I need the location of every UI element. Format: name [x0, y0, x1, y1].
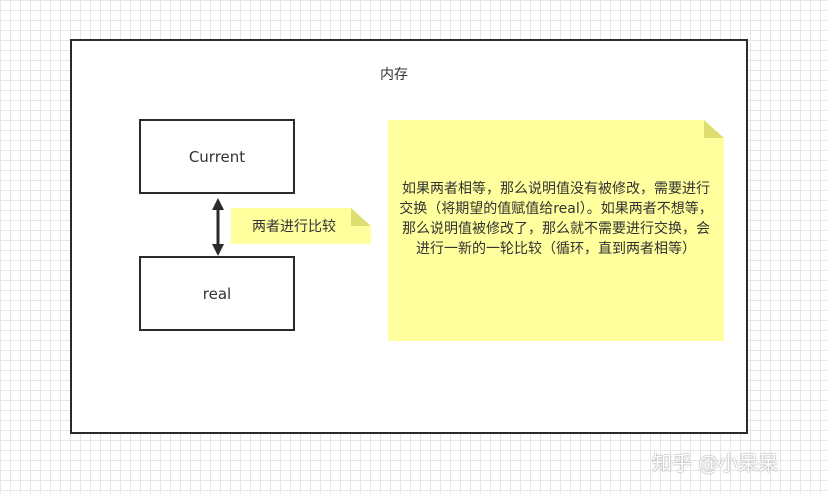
real-label: real [202, 284, 232, 303]
explanation-note [388, 120, 724, 341]
current-label: Current [188, 147, 246, 166]
real-node: real [139, 256, 295, 331]
explanation-text: 如果两者相等，那么说明值没有被修改，需要进行交换（将期望的值赋值给real）。如… [399, 181, 713, 257]
watermark: 知乎 @小呆呆 [652, 451, 779, 475]
compare-note [231, 208, 371, 244]
memory-title: 内存 [380, 67, 408, 83]
compare-note-text: 两者进行比较 [252, 219, 336, 235]
compare-arrow-icon [212, 198, 224, 256]
current-node: Current [139, 119, 295, 194]
